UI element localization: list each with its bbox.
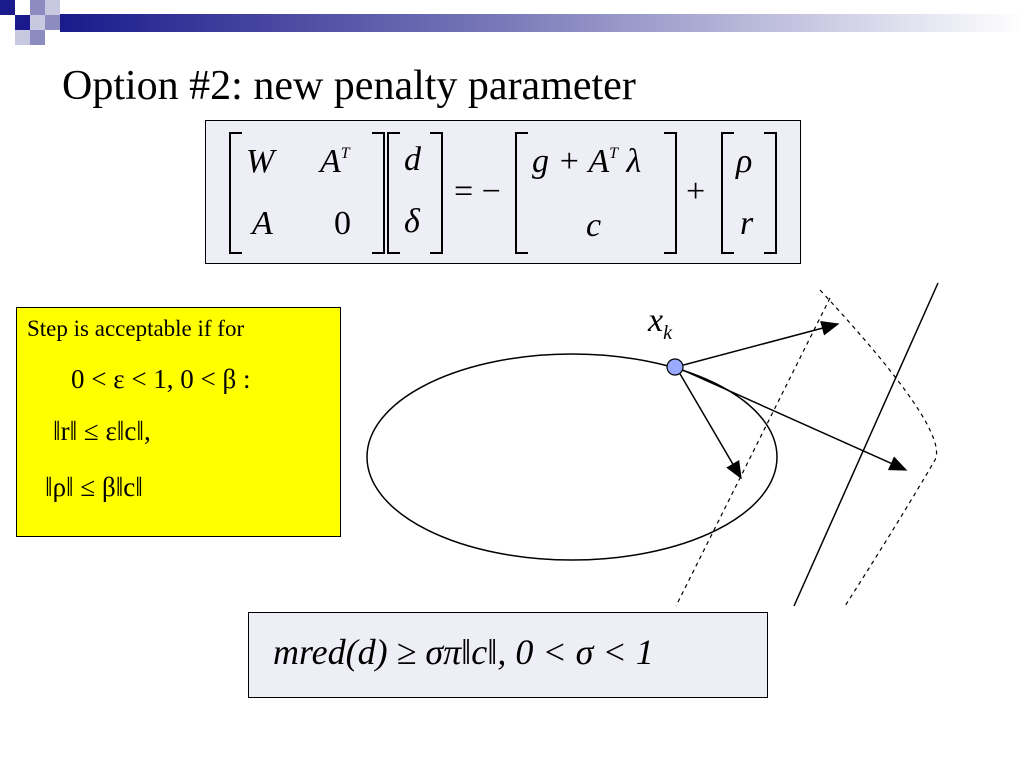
trust-region-ellipse [366, 353, 778, 561]
current-iterate-point [666, 358, 684, 376]
condition-rho-bound: ‖ρ‖ ≤ β‖c‖ [45, 472, 143, 502]
rhs-lambda: λ [618, 143, 642, 180]
acceptance-condition-box: Step is acceptable if for 0 < ε < 1, 0 <… [16, 307, 341, 537]
step-arrow-upper [675, 320, 840, 368]
condition-heading: Step is acceptable if for [27, 316, 245, 341]
iterate-label: xk [648, 302, 672, 345]
reduction-condition-box: mred(d) ≥ σπ‖c‖, 0 < σ < 1 [248, 612, 768, 698]
rhs-gradient-term: g + A [532, 143, 610, 180]
iterate-label-x: x [648, 302, 664, 339]
matrix-brackets [229, 132, 777, 254]
transpose-mark: T [340, 145, 350, 162]
kkt-system-equation: W AT A 0 d δ = − g + AT λ c + ρ r [205, 120, 801, 264]
condition-parameters: 0 < ε < 1, 0 < β : [71, 364, 251, 394]
step-arrow-short [675, 366, 742, 480]
rhs-constraint-c: c [586, 207, 602, 244]
unknown-d: d [404, 141, 421, 178]
matrix-entry-at: A [320, 143, 341, 180]
condition-r-bound: ‖r‖ ≤ ε‖c‖, [53, 416, 151, 446]
constraint-line [793, 282, 939, 607]
correction-r: r [740, 205, 754, 242]
equals-minus-sign: = − [454, 173, 501, 210]
step-arrow-long [675, 366, 908, 471]
unknown-delta: δ [404, 203, 420, 240]
rhs-transpose-mark: T [609, 145, 619, 162]
header-decoration [0, 0, 1024, 45]
linearized-constraint-boundary-right [819, 289, 938, 607]
slide-title: Option #2: new penalty parameter [62, 63, 636, 109]
matrix-entry-a: A [252, 205, 273, 242]
linearized-constraint-boundary-left [675, 297, 831, 607]
matrix-entry-w: W [246, 143, 275, 180]
iterate-label-subscript: k [663, 322, 672, 344]
reduction-condition-text: mred(d) ≥ σπ‖c‖, 0 < σ < 1 [273, 632, 654, 672]
plus-sign: + [686, 173, 706, 210]
matrix-entry-zero: 0 [334, 205, 351, 242]
correction-rho: ρ [736, 143, 753, 180]
